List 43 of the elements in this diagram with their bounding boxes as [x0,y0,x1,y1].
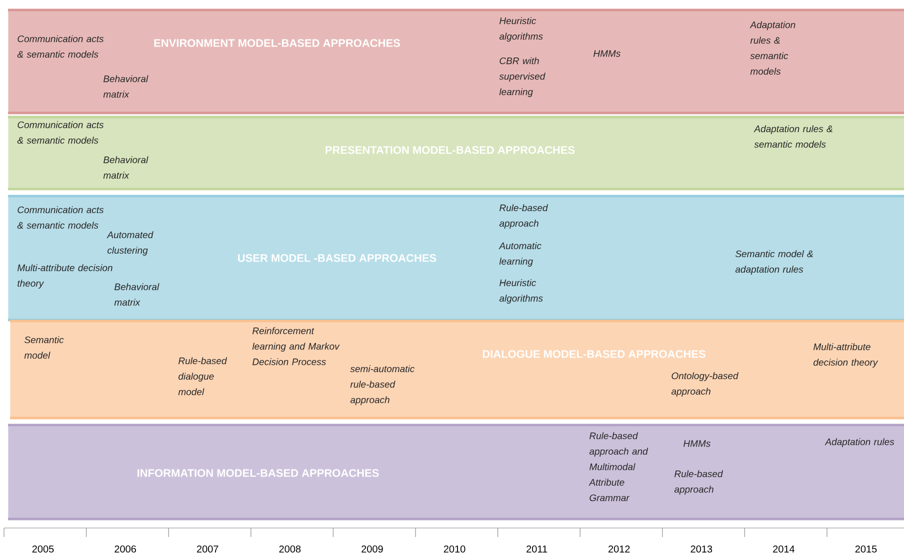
approach-label: Semantic model [24,336,64,359]
approach-label: Behavioral matrix [103,156,148,179]
year-label: 2012 [608,545,630,553]
year-label: 2014 [773,545,795,553]
approach-label: HMMs [684,440,710,447]
approach-label: Rule-based approach [674,470,724,495]
year-label: 2007 [196,545,218,553]
approach-label: Rule-based approach and Multimodal Attribute Grammar [588,432,648,502]
approach-label: Adaptation rules [824,438,894,448]
band-title: INFORMATION MODEL-BASED APPROACHES [138,469,379,477]
approach-label: Adaptation rules & semantic models [754,125,832,148]
year-label: 2011 [526,545,548,553]
approach-label: Rule-based dialogue model [178,357,228,396]
year-label: 2006 [114,545,136,553]
year-label: 2005 [32,545,54,553]
approach-label: Multi-attribute decision theory [18,264,112,289]
approach-label: Multi-attribute decision theory [814,343,878,368]
approach-label: Automated clustering [106,231,154,256]
year-label: 2015 [855,545,877,553]
approach-label: Heuristic algorithms [499,17,543,42]
approach-label: Communication acts & semantic models [17,121,104,144]
band-title: PRESENTATION MODEL-BASED APPROACHES [326,146,575,154]
year-label: 2013 [690,545,712,553]
band-title: USER MODEL -BASED APPROACHES [238,254,436,262]
band-title: DIALOGUE MODEL-BASED APPROACHES [482,350,706,358]
approach-label: Semantic model & adaptation rules [735,250,813,275]
approach-label: CBR with supervised learning [499,57,546,98]
approach-label: Communication acts & semantic models [17,35,104,58]
approach-label: Heuristic algorithms [499,279,543,304]
approach-label: HMMs [594,50,620,57]
approach-label: Rule-based approach [499,204,548,229]
approach-label: semi-automatic rule-based approach [350,365,414,406]
year-label: 2009 [362,545,383,553]
approach-label: Ontology-based approach [671,372,739,397]
approach-label: Reinforcement learning and Markov Decision Process [252,327,340,366]
approach-label: Behavioral matrix [114,283,160,306]
approach-label: Automatic learning [498,242,542,267]
approach-label: Behavioral matrix [103,75,148,98]
year-label: 2008 [279,545,301,553]
approach-label: Adaptation rules & semantic models [750,21,796,75]
band-title: ENVIRONMENT MODEL-BASED APPROACHES [154,39,400,47]
approach-label: Communication acts & semantic models [17,206,104,229]
year-label: 2010 [444,545,466,553]
